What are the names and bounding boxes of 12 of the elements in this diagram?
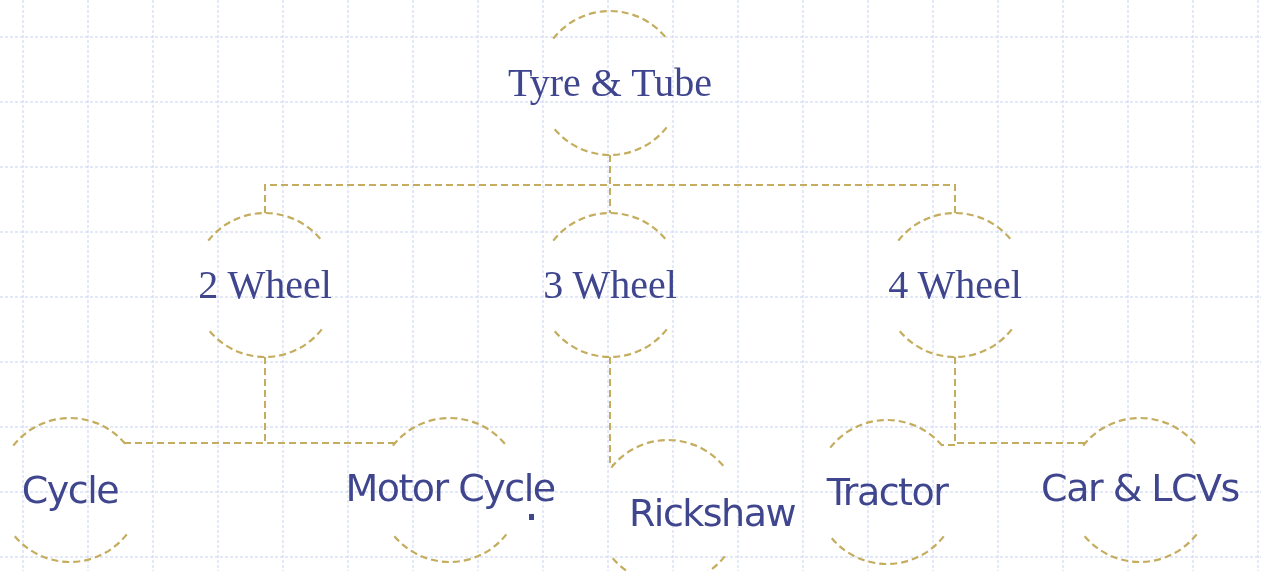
connector-line (264, 356, 397, 444)
node-label: Rickshaw (628, 494, 796, 532)
node-label: Car & LCVs (1041, 469, 1239, 507)
node-label: Tractor (826, 473, 948, 511)
node-label: 4 Wheel (888, 265, 1022, 305)
circle-node (506, 9, 714, 157)
connector-line (954, 356, 1087, 444)
node-label: 2 Wheel (198, 265, 332, 305)
node-label: 3 Wheel (543, 265, 677, 305)
node-label: Cycle (21, 471, 119, 509)
node-label: Motor Cycle (345, 469, 555, 507)
node-label: Tyre & Tube (508, 63, 712, 103)
